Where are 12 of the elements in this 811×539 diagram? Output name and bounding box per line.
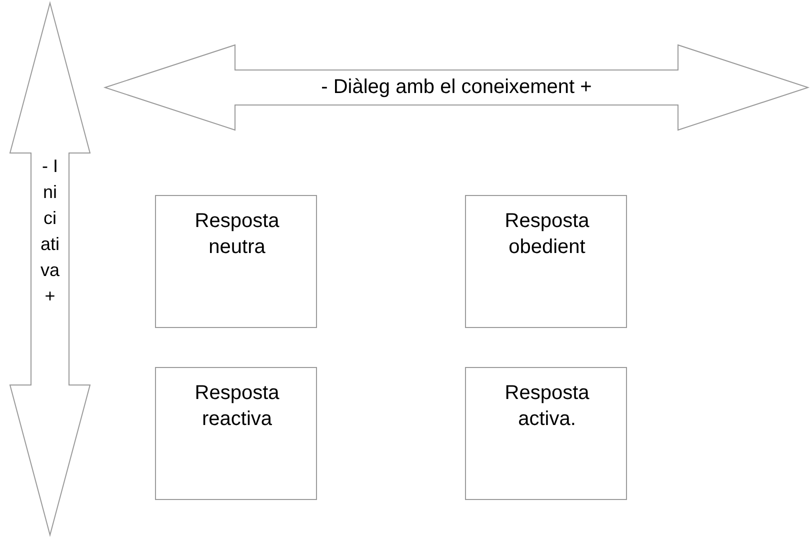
response-box [155,367,317,500]
double-arrow [105,45,808,130]
response-box [155,195,317,328]
response-box [465,367,627,500]
box-label: Resposta obedient [504,209,590,260]
double-arrow [10,3,90,535]
box-label: Resposta reactiva [194,381,280,432]
response-box [465,195,627,328]
box-label: Resposta neutra [194,209,280,260]
axis-label: - Diàleg amb el coneixement + [320,75,593,100]
axis-label: - Iniciativa + [39,155,60,308]
box-label: Resposta activa. [504,381,590,432]
